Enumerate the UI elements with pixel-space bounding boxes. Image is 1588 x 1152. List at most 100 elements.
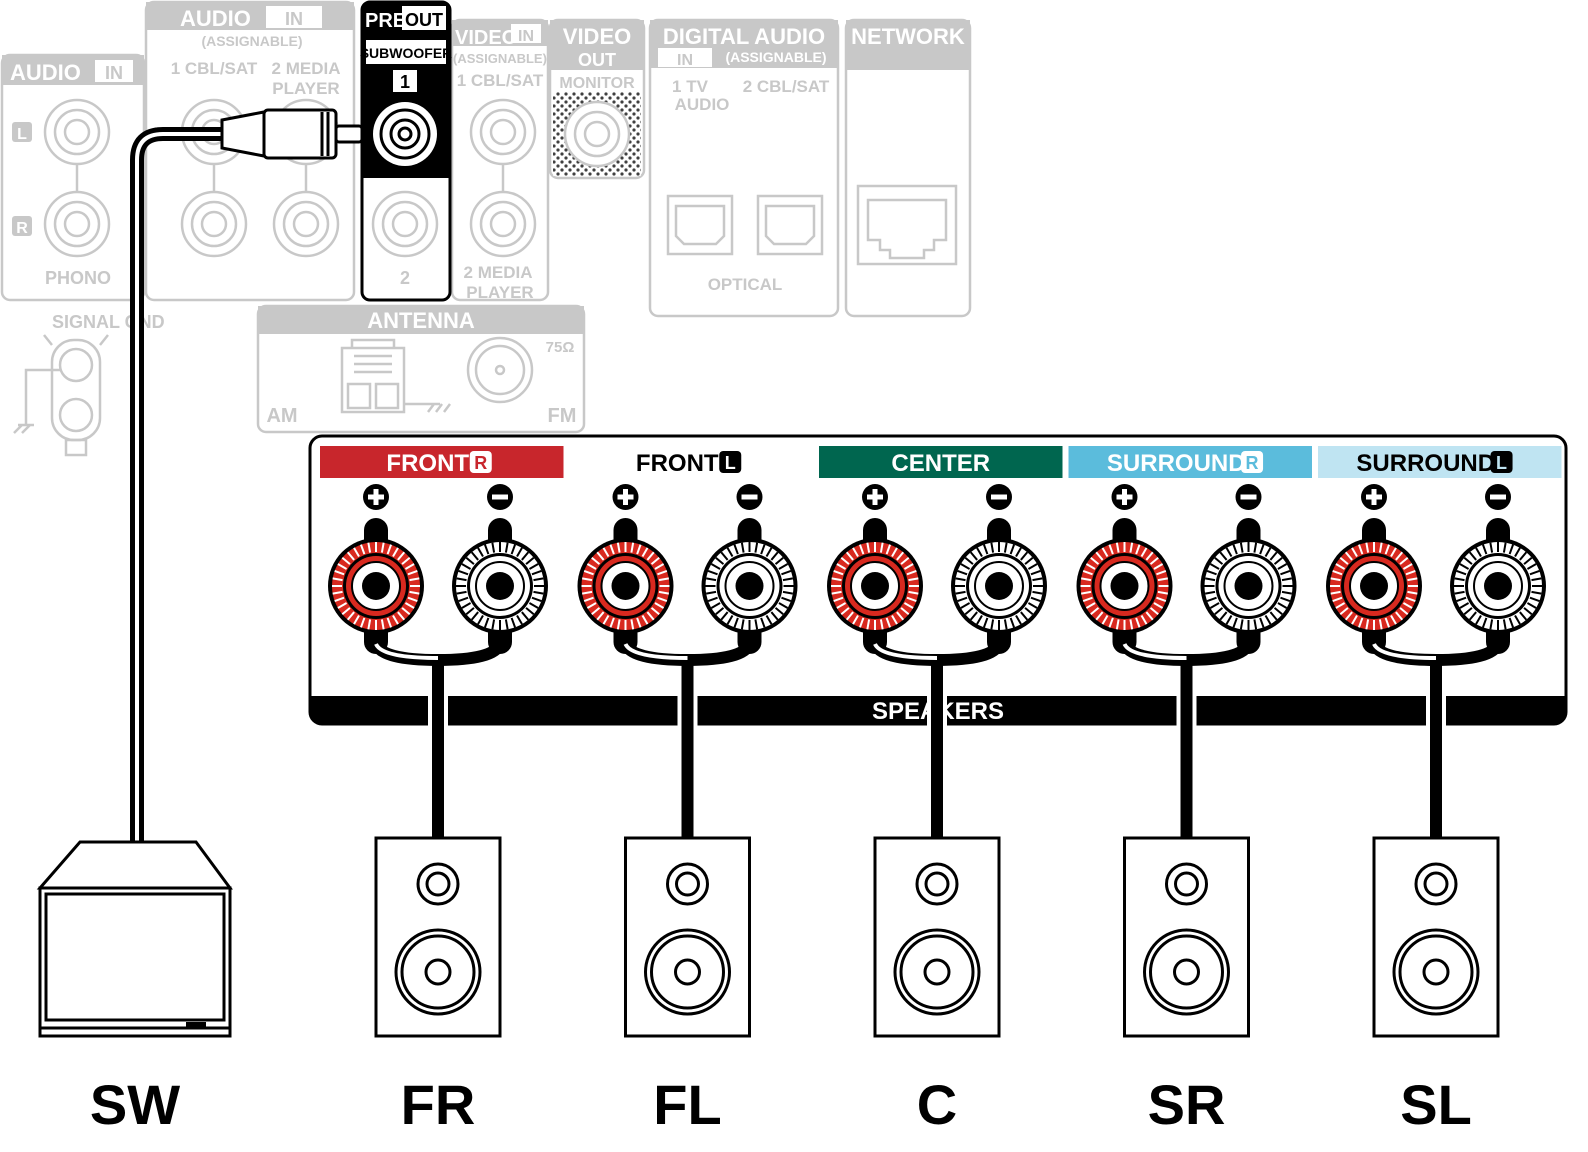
channel-front-l: FRONT L xyxy=(569,446,813,840)
pre-out-pre: PRE xyxy=(365,10,406,32)
video-in-title: VIDEO xyxy=(455,27,517,49)
plus-sign-icon xyxy=(612,484,639,510)
positive-terminal[interactable] xyxy=(1326,518,1422,654)
speaker-fr: FR xyxy=(374,836,502,1136)
channel-center-x: CENTER xyxy=(819,446,1063,840)
negative-terminal[interactable] xyxy=(1450,518,1546,654)
channel-header-bar xyxy=(819,446,1063,478)
phono-l-label: L xyxy=(17,126,27,143)
antenna-title: ANTENNA xyxy=(367,308,475,333)
positive-terminal[interactable] xyxy=(1076,518,1173,654)
digital-audio-badge: IN xyxy=(677,52,693,69)
audio-in-col1: 1 CBL/SAT xyxy=(171,59,258,78)
signal-gnd-label: SIGNAL GND xyxy=(52,312,165,332)
video-out-badge: OUT xyxy=(578,50,616,70)
digital-audio-block: DIGITAL AUDIO IN (ASSIGNABLE) 1 TV AUDIO… xyxy=(648,18,840,318)
phono-label: PHONO xyxy=(45,268,111,288)
speaker-terminal-panel: SPEAKERS FRONTRFRONTLCENTERSURROUNDRSURR… xyxy=(308,434,1568,840)
plus-sign-icon xyxy=(862,484,888,510)
speaker-wire xyxy=(1118,641,1255,840)
antenna-ohm: 75Ω xyxy=(546,339,575,356)
audio-in-assignable-block: AUDIO IN (ASSIGNABLE) 1 CBL/SAT 2 MEDIA … xyxy=(144,0,356,302)
speaker-label: C xyxy=(917,1073,957,1136)
subwoofer-cable xyxy=(130,108,364,842)
speaker-wire xyxy=(370,641,506,840)
pre-out-num1: 1 xyxy=(400,72,410,92)
channel-header-bar xyxy=(569,446,813,478)
positive-terminal[interactable] xyxy=(328,518,424,654)
digital-audio-col1b: AUDIO xyxy=(675,95,730,114)
channel-badge-text: R xyxy=(1246,453,1259,473)
speaker-fl: FL xyxy=(624,836,751,1136)
pre-out-subwoofer-block: PRE OUT SUBWOOFER 1 2 xyxy=(360,0,453,302)
pre-out-num2: 2 xyxy=(400,268,410,288)
channel-header-bar xyxy=(1068,446,1312,478)
channel-header-bar xyxy=(1318,446,1562,478)
channel-badge xyxy=(469,451,492,473)
positive-terminal[interactable] xyxy=(577,518,674,654)
speaker-label: SL xyxy=(1400,1073,1472,1136)
speaker-wire xyxy=(1368,641,1504,840)
speakers-row: SW FR FL C SR SL xyxy=(36,836,1500,1136)
negative-terminal[interactable] xyxy=(452,518,548,654)
video-in-badge: IN xyxy=(518,28,534,45)
audio-in-col2a: 2 MEDIA xyxy=(272,59,341,78)
channel-header-label: FRONT xyxy=(386,450,469,477)
audio-in-title: AUDIO xyxy=(180,6,251,31)
speaker-label: SR xyxy=(1148,1073,1226,1136)
negative-terminal[interactable] xyxy=(701,518,798,654)
plus-sign-icon xyxy=(363,484,389,510)
channel-badge-text: R xyxy=(474,453,487,473)
minus-sign-icon xyxy=(487,484,513,510)
audio-in-col2b: PLAYER xyxy=(272,79,339,98)
network-title: NETWORK xyxy=(851,24,965,49)
channel-header-label: CENTER xyxy=(891,450,990,477)
digital-audio-col1a: 1 TV xyxy=(672,77,709,96)
channel-header-label: SURROUND xyxy=(1356,450,1495,477)
antenna-am: AM xyxy=(266,405,297,427)
phono-in-badge: IN xyxy=(105,63,123,83)
video-out-block: VIDEO OUT MONITOR xyxy=(548,18,646,180)
channel-badge-text: L xyxy=(1496,453,1507,473)
channel-badge-text: L xyxy=(725,453,736,473)
channel-header-bar xyxy=(320,446,564,478)
speaker-c: C xyxy=(873,836,1001,1136)
video-out-title: VIDEO xyxy=(563,24,631,49)
antenna-block: ANTENNA AM FM 75Ω xyxy=(256,304,586,434)
subwoofer-unit xyxy=(36,840,233,1038)
video-in-col2a: 2 MEDIA xyxy=(464,263,533,282)
positive-terminal[interactable] xyxy=(827,518,923,654)
minus-sign-icon xyxy=(986,484,1012,510)
pre-out-subwoofer: SUBWOOFER xyxy=(360,45,453,61)
channel-badge xyxy=(719,451,742,473)
network-block: NETWORK xyxy=(844,18,972,318)
channel-badge xyxy=(1241,451,1264,473)
digital-audio-optical: OPTICAL xyxy=(708,275,783,294)
video-in-col2b: PLAYER xyxy=(466,283,533,302)
speaker-sl: SL xyxy=(1372,836,1500,1136)
video-in-col1: 1 CBL/SAT xyxy=(457,71,544,90)
channel-header-label: FRONT xyxy=(636,450,719,477)
speaker-label: FL xyxy=(653,1073,721,1136)
rear-panel: AUDIO IN L R PHONO SIGNAL GND AUDI xyxy=(0,0,972,457)
negative-terminal[interactable] xyxy=(1200,518,1297,654)
channel-badge xyxy=(1490,451,1513,473)
phono-r-label: R xyxy=(16,220,28,237)
speaker-wire xyxy=(869,641,1005,840)
plus-sign-icon xyxy=(1361,484,1387,510)
pre-out-out: OUT xyxy=(405,10,443,30)
audio-in-sub: (ASSIGNABLE) xyxy=(201,33,302,49)
digital-audio-col2: 2 CBL/SAT xyxy=(743,77,830,96)
negative-terminal[interactable] xyxy=(951,518,1047,654)
subwoofer-label: SW xyxy=(90,1073,180,1136)
speaker-sr: SR xyxy=(1123,836,1250,1136)
plus-sign-icon xyxy=(1111,484,1138,510)
phono-title: AUDIO xyxy=(10,60,81,85)
channel-header-label: SURROUND xyxy=(1107,450,1246,477)
speaker-wire xyxy=(619,641,756,840)
audio-in-phono-block: AUDIO IN L R PHONO xyxy=(0,53,146,302)
